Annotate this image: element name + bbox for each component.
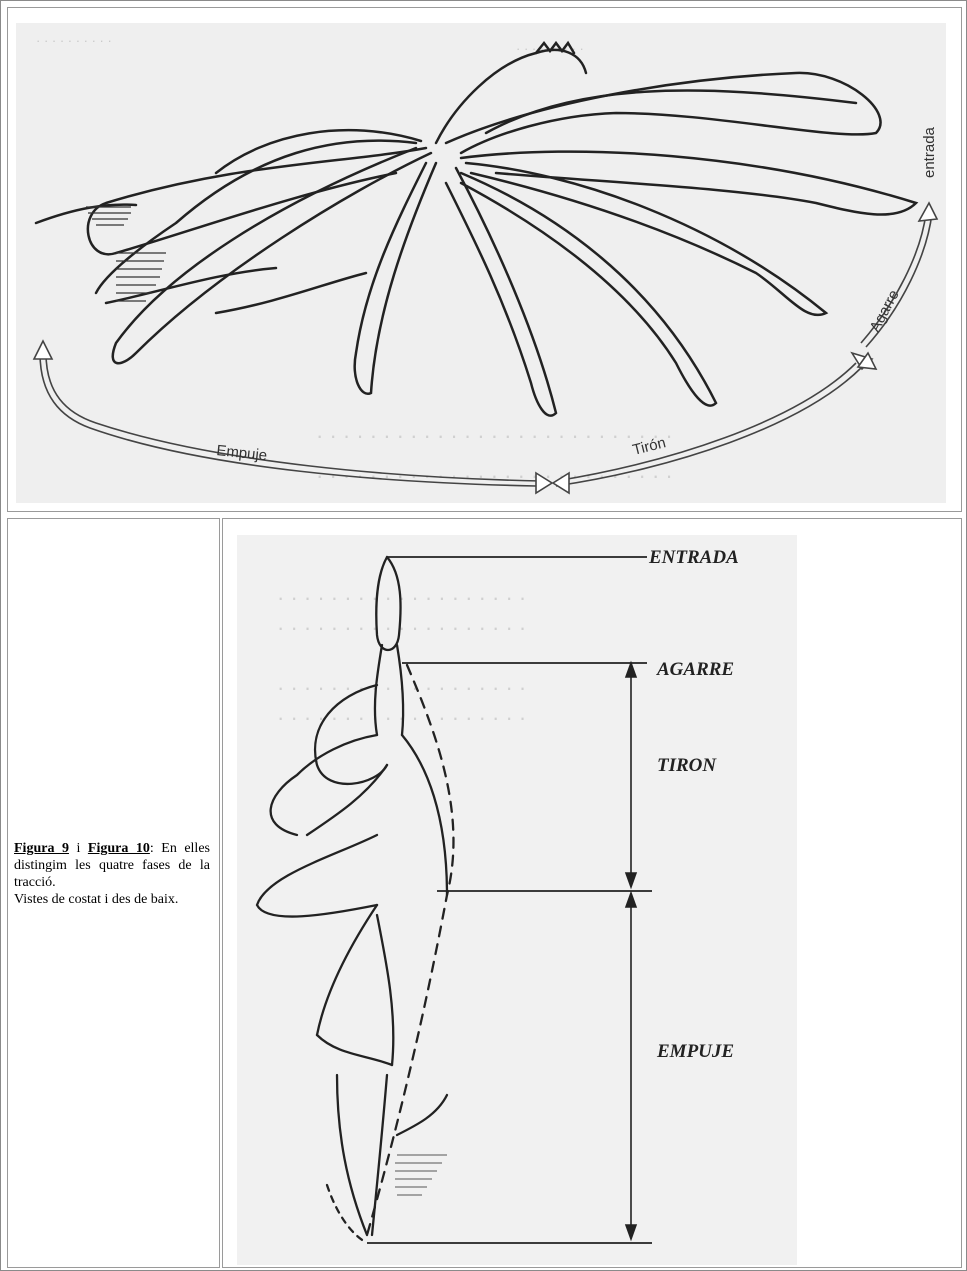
figure-9-drawing: · · · · · · · · · · · · · · · · · · · · …	[16, 23, 946, 503]
swimmer-silhouette	[257, 557, 453, 1243]
label-agarre-phase: AGARRE	[656, 659, 734, 680]
figure-10-drawing: · · · · · · · · · · · · · · · · · · · · …	[237, 535, 797, 1265]
svg-text:· · · · · · · · · · · · · · ·: · · · · · · · · · · · · · · · · · · ·	[277, 615, 526, 640]
label-tiron-phase: TIRON	[657, 755, 717, 776]
svg-text:· · · · · · · · · · · · · · ·: · · · · · · · · · · · · · · · · · · · · …	[316, 423, 673, 448]
label-entrada-phase: ENTRADA	[648, 547, 739, 568]
figure-caption: Figura 9 i Figura 10: En elles distingim…	[14, 840, 210, 908]
hatched-areas	[86, 207, 166, 301]
caption-text-2: Vistes de costat i des de baix.	[14, 891, 210, 908]
hatched-foot	[395, 1155, 447, 1195]
caption-colon: :	[150, 841, 154, 856]
label-agarre: Agarre	[867, 287, 903, 335]
label-empuje-phase: EMPUJE	[656, 1041, 734, 1062]
phase-reference-lines	[367, 557, 652, 1243]
arm-positions	[36, 43, 916, 416]
label-entrada: entrada	[921, 126, 938, 178]
figure-9-link[interactable]: Figura 9	[14, 841, 69, 856]
dimension-arrows	[626, 663, 636, 1239]
svg-text:· · · · · · · · · ·: · · · · · · · · · ·	[36, 33, 112, 48]
figure-10-link[interactable]: Figura 10	[88, 841, 150, 856]
caption-conjunction: i	[69, 841, 88, 856]
